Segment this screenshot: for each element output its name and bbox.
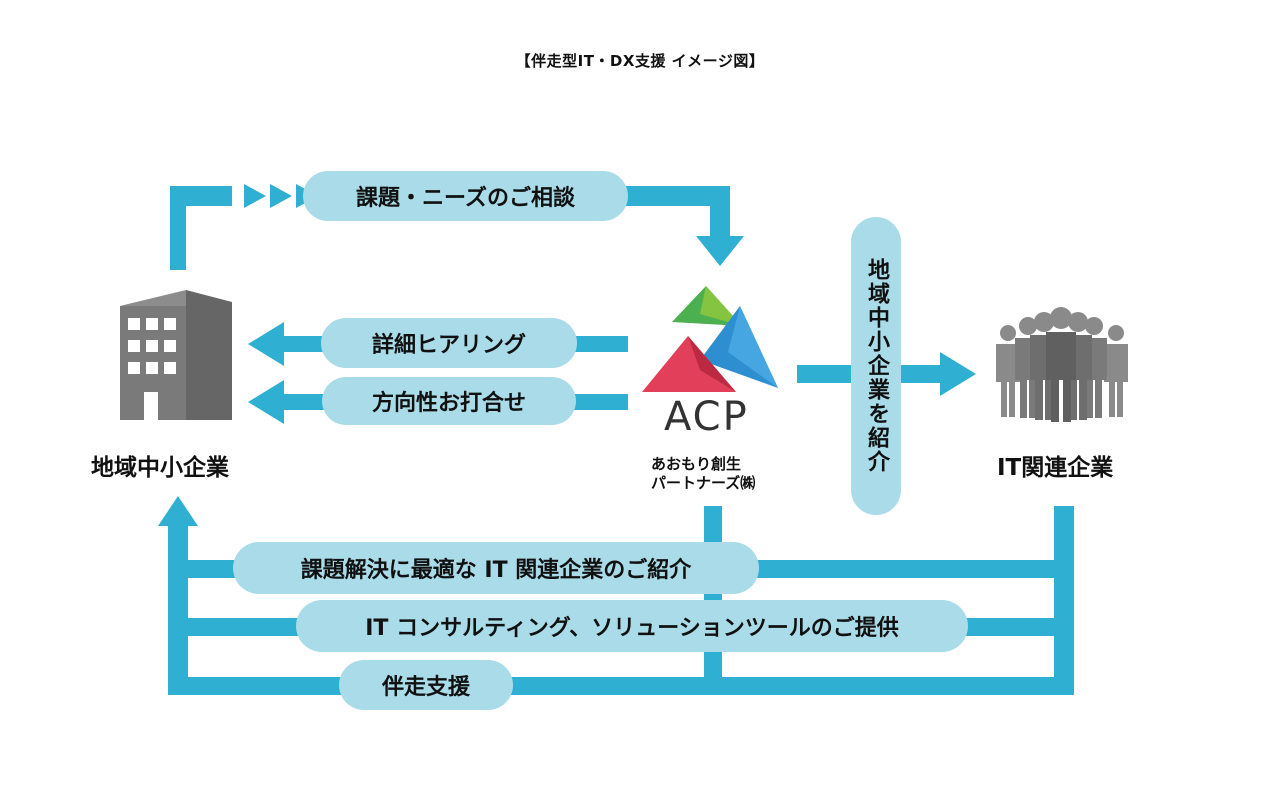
diagram-title: 【伴走型IT・DX支援 イメージ図】 [515, 52, 765, 70]
acp-logo-icon [642, 286, 778, 392]
consulting-pill: IT コンサルティング、ソリューションツールのご提供 [296, 600, 968, 652]
it-label: IT関連企業 [997, 455, 1114, 481]
introduce-it-pill: 課題解決に最適な IT 関連企業のご紹介 [233, 542, 759, 594]
acp-logo-text: ACP [664, 394, 749, 440]
acp-company-name-line2: パートナーズ㈱ [651, 474, 756, 492]
hearing-pill: 詳細ヒアリング [321, 318, 577, 368]
introduce-sme-pill: 地域中小企業を紹介 [851, 217, 901, 515]
acp-company-name-line1: あおもり創生 [651, 455, 742, 473]
sme-label: 地域中小企業 [91, 455, 229, 481]
building-icon [120, 290, 232, 420]
direction-pill: 方向性お打合せ [322, 377, 576, 425]
consult-pill: 課題・ニーズのご相談 [303, 171, 628, 221]
return-network [158, 496, 1074, 695]
support-pill: 伴走支援 [339, 660, 513, 710]
people-group-icon [996, 307, 1128, 422]
